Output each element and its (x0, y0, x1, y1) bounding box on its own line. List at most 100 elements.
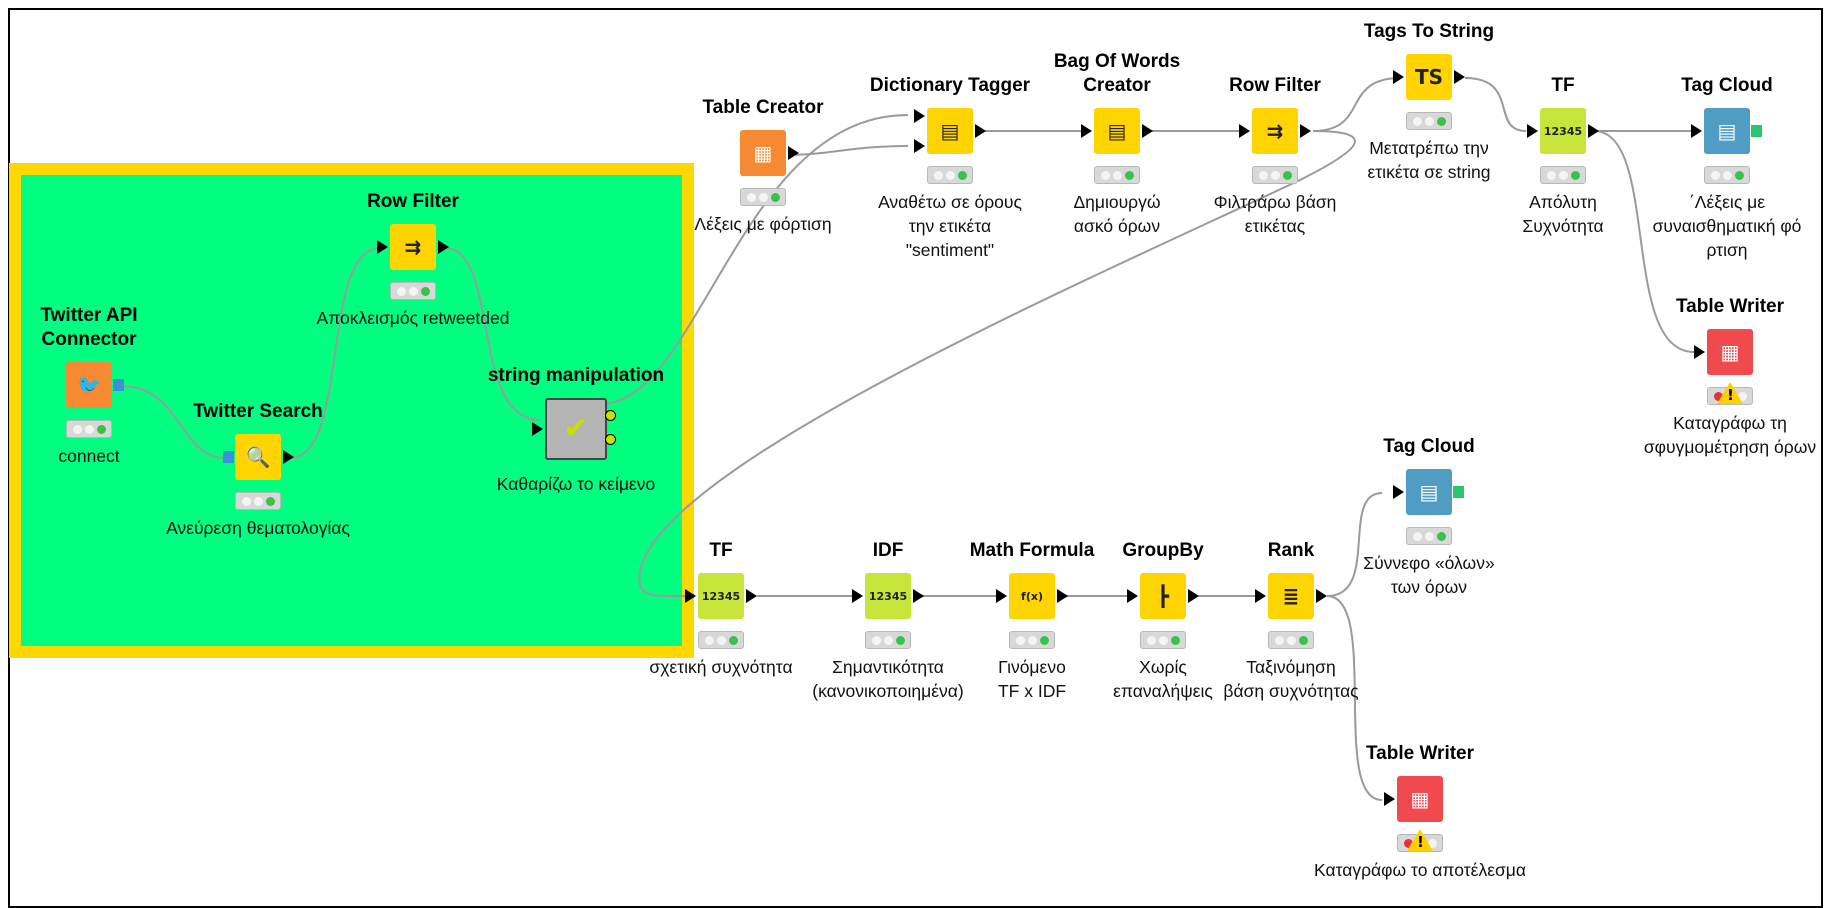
output-port[interactable] (1300, 124, 1311, 138)
node-title[interactable]: TF (709, 540, 733, 561)
input-port[interactable] (1393, 485, 1404, 499)
output-port[interactable] (1316, 589, 1327, 603)
input-port[interactable] (914, 109, 925, 123)
node-title[interactable]: Table Writer (1365, 743, 1475, 764)
node-title[interactable]: IDF (872, 540, 904, 561)
tf-icon[interactable]: 12345 (698, 573, 744, 619)
node-title[interactable]: Twitter API Connector (40, 305, 138, 350)
node-label[interactable]: Ανεύρεση θεματολογίας (166, 518, 350, 538)
status-light (1259, 171, 1268, 180)
status-light (1425, 117, 1434, 126)
node-label[interactable]: Αναθέτω σε όρους την ετικέτα "sentiment" (878, 192, 1022, 260)
node-label[interactable]: σχετική συχνότητα (649, 657, 793, 677)
output-port[interactable] (913, 589, 924, 603)
output-port[interactable] (438, 240, 449, 254)
node-label[interactable]: Φιλτράρω βάση ετικέτας (1213, 192, 1337, 236)
node-title[interactable]: Twitter Search (193, 401, 323, 422)
node-title[interactable]: TF (1551, 75, 1575, 96)
node-label[interactable]: Καταγράφω το αποτέλεσμα (1313, 860, 1527, 880)
input-port[interactable] (1127, 589, 1138, 603)
input-port[interactable] (852, 589, 863, 603)
rank-icon[interactable]: ≣ (1268, 573, 1314, 619)
node-title[interactable]: string manipulation (487, 365, 665, 386)
node-title[interactable]: Row Filter (367, 191, 459, 212)
node-title[interactable]: Table Writer (1675, 296, 1785, 317)
node-label[interactable]: ΄Λέξεις με συναισθηματική φό ρτιση (1652, 192, 1802, 260)
formula-icon[interactable]: f(x) (1009, 573, 1055, 619)
bag-icon[interactable]: ▤ (1094, 108, 1140, 154)
input-port[interactable] (996, 589, 1007, 603)
output-port[interactable] (1453, 486, 1464, 498)
node-status-indicator (865, 631, 911, 649)
warning-icon: ! (1407, 829, 1433, 851)
cloud-icon[interactable]: ▤ (1406, 469, 1452, 515)
input-port[interactable] (1393, 70, 1404, 84)
input-port[interactable] (1694, 345, 1705, 359)
status-light (1299, 636, 1308, 645)
node-label[interactable]: Σημαντικότητα (κανονικοποιημένα) (812, 657, 964, 701)
idf-icon[interactable]: 12345 (865, 573, 911, 619)
table-writer-icon[interactable]: ▦ (1397, 776, 1443, 822)
output-port[interactable] (605, 434, 616, 445)
tag-string-icon[interactable]: TS (1406, 54, 1452, 100)
node-title[interactable]: Row Filter (1229, 75, 1321, 96)
twitter-icon[interactable]: 🐦 (66, 362, 112, 408)
input-port[interactable] (685, 589, 696, 603)
node-label[interactable]: Σύννεφο «όλων» των όρων (1363, 553, 1495, 597)
input-port[interactable] (1239, 124, 1250, 138)
table-writer-icon[interactable]: ▦ (1707, 329, 1753, 375)
node-title[interactable]: GroupBy (1122, 540, 1204, 561)
node-title[interactable]: Tag Cloud (1383, 436, 1475, 457)
node-label[interactable]: Απόλυτη Συχνότητα (1522, 192, 1604, 236)
output-port[interactable] (1454, 70, 1465, 84)
output-port[interactable] (788, 146, 799, 160)
output-port[interactable] (605, 410, 616, 421)
input-port[interactable] (532, 422, 543, 436)
input-port[interactable] (1527, 124, 1538, 138)
node-status-indicator (390, 282, 436, 300)
input-port[interactable] (1384, 792, 1395, 806)
node-label[interactable]: connect (58, 446, 120, 466)
node-title[interactable]: Bag Of Words Creator (1053, 51, 1181, 96)
input-port[interactable] (914, 139, 925, 153)
node-label[interactable]: Χωρίς επαναλήψεις (1113, 657, 1213, 701)
filter-icon[interactable]: ⇉ (1252, 108, 1298, 154)
output-port[interactable] (1188, 589, 1199, 603)
node-label[interactable]: Λέξεις με φόρτιση (694, 214, 832, 234)
input-port[interactable] (377, 240, 388, 254)
node-title[interactable]: Dictionary Tagger (869, 75, 1031, 96)
node-label[interactable]: Γινόμενο TF x IDF (997, 657, 1067, 701)
output-port[interactable] (1142, 124, 1153, 138)
output-port[interactable] (1588, 124, 1599, 138)
node-title[interactable]: Math Formula (969, 540, 1095, 561)
node-title[interactable]: Table Creator (702, 97, 824, 118)
check-icon[interactable]: ✔ (545, 398, 607, 460)
pos-tag-icon[interactable]: ▤ (927, 108, 973, 154)
filter-icon[interactable]: ⇉ (390, 224, 436, 270)
output-port[interactable] (113, 379, 124, 391)
output-port[interactable] (283, 450, 294, 464)
node-label[interactable]: Καθαρίζω το κείμενο (496, 474, 656, 494)
output-port[interactable] (746, 589, 757, 603)
node-label[interactable]: Ταξινόμηση βάση συχνότητας (1223, 657, 1359, 701)
node-label[interactable]: Αποκλεισμός retweetded (316, 308, 510, 328)
input-port[interactable] (223, 451, 234, 463)
input-port[interactable] (1255, 589, 1266, 603)
groupby-icon[interactable]: ┣ (1140, 573, 1186, 619)
input-port[interactable] (1691, 124, 1702, 138)
node-title[interactable]: Tag Cloud (1681, 75, 1773, 96)
table-plus-icon[interactable]: ▦ (740, 130, 786, 176)
node-title[interactable]: Rank (1267, 540, 1315, 561)
status-light (1028, 636, 1037, 645)
input-port[interactable] (1081, 124, 1092, 138)
node-label[interactable]: Μετατρέπω την ετικέτα σε string (1367, 138, 1491, 182)
search-icon[interactable]: 🔍 (235, 434, 281, 480)
output-port[interactable] (1057, 589, 1068, 603)
output-port[interactable] (1751, 125, 1762, 137)
node-label[interactable]: Καταγράφω τη σφυγμομέτρηση όρων (1643, 413, 1817, 457)
tf-icon[interactable]: 12345 (1540, 108, 1586, 154)
output-port[interactable] (975, 124, 986, 138)
node-label[interactable]: Δημιουργώ ασκό όρων (1073, 192, 1161, 236)
node-title[interactable]: Tags To String (1363, 21, 1495, 42)
cloud-icon[interactable]: ▤ (1704, 108, 1750, 154)
